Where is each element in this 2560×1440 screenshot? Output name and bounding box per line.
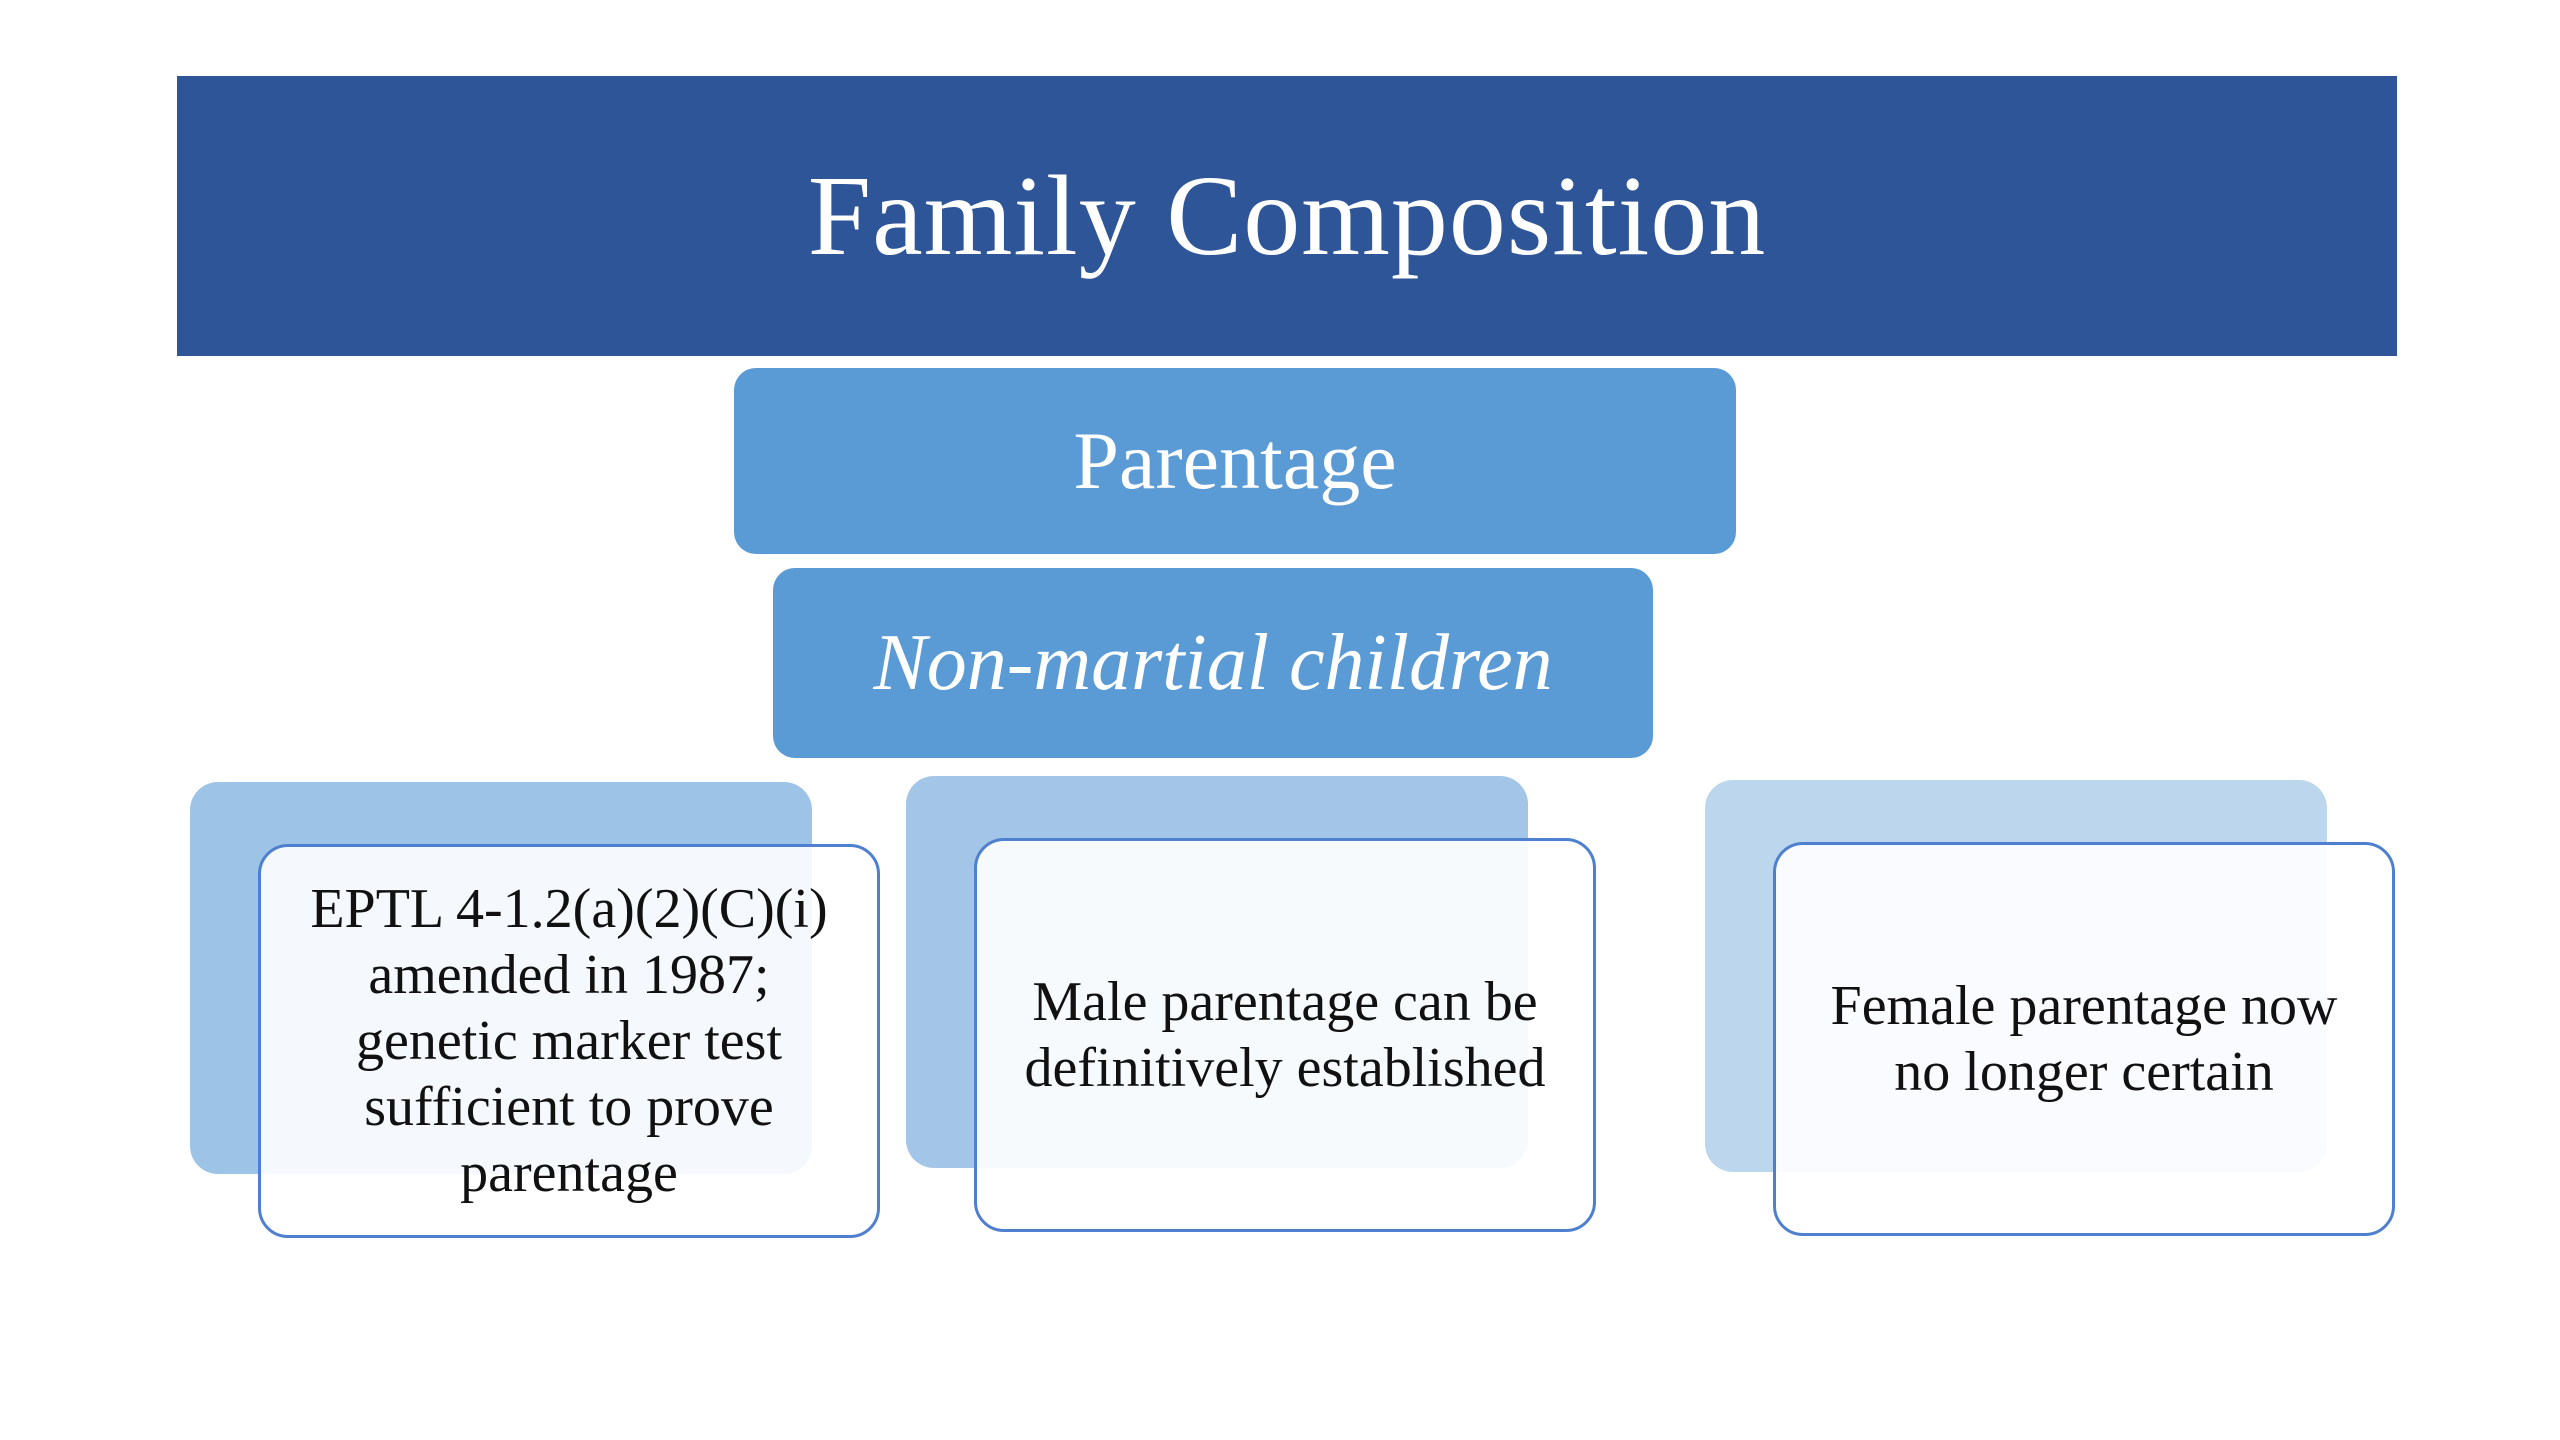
- leaf-text-eptl: EPTL 4-1.2(a)(2)(C)(i) amended in 1987; …: [310, 877, 828, 1205]
- non-marital-children-node: Non-martial children: [773, 568, 1653, 758]
- leaf-text-male-parentage: Male parentage can be definitively estab…: [1024, 970, 1546, 1099]
- leaf-card-male-parentage: Male parentage can be definitively estab…: [974, 838, 1596, 1232]
- leaf-card-female-parentage: Female parentage now no longer certain: [1773, 842, 2395, 1236]
- non-marital-children-label: Non-martial children: [873, 618, 1553, 707]
- title-banner: Family Composition: [177, 76, 2397, 356]
- leaf-card-eptl: EPTL 4-1.2(a)(2)(C)(i) amended in 1987; …: [258, 844, 880, 1238]
- parentage-label: Parentage: [1073, 415, 1397, 506]
- parentage-node: Parentage: [734, 368, 1736, 554]
- leaf-text-female-parentage: Female parentage now no longer certain: [1830, 974, 2338, 1103]
- slide-title: Family Composition: [807, 152, 1767, 279]
